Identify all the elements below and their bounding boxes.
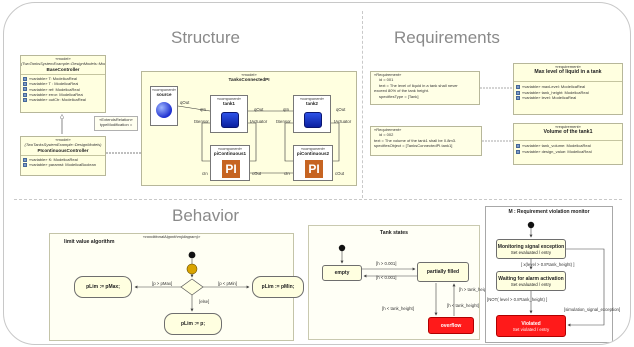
attribute-icon bbox=[23, 81, 27, 86]
attribute-icon bbox=[23, 157, 27, 162]
block-stereotype: «model» bbox=[55, 56, 71, 61]
actuator-line bbox=[248, 122, 257, 162]
guard-label: [p > pMax] bbox=[152, 281, 173, 286]
attribute-icon bbox=[23, 92, 27, 97]
tank-icon bbox=[304, 112, 322, 128]
connector-lines bbox=[4, 87, 605, 327]
attribute-row: «variable» T: ModelicaReal bbox=[21, 76, 105, 81]
port-label: qOut bbox=[254, 107, 264, 112]
transition-label: [NOT( level > 0.8*tank_height) ] bbox=[487, 297, 548, 302]
block-attributes: «variable» T: ModelicaReal «variable» T … bbox=[21, 73, 105, 103]
section-divider-horizontal bbox=[14, 199, 622, 200]
port-label: cIn bbox=[284, 171, 290, 176]
action-pmax[interactable]: pLim := pMax; bbox=[74, 276, 132, 298]
port-label: cOut bbox=[335, 171, 345, 176]
attribute-icon bbox=[516, 90, 520, 95]
port-label: tSensor bbox=[194, 119, 209, 124]
port-label: qIn bbox=[200, 107, 206, 112]
attribute-icon bbox=[23, 76, 27, 81]
part-tank1[interactable]: «component» tank1 bbox=[210, 95, 248, 133]
attribute-row: «variable» outCtr: ModelicaReal bbox=[21, 97, 105, 102]
port-label: qOut bbox=[180, 100, 190, 105]
diagram-frame: Structure Requirements Behavior «model» … bbox=[3, 2, 631, 345]
attribute-row: «variable» design_value: ModelicaReal bbox=[514, 149, 622, 154]
port-label: cIn bbox=[202, 171, 208, 176]
pi-controller-icon: PI bbox=[305, 160, 323, 178]
section-title-structure: Structure bbox=[171, 28, 240, 47]
attribute-icon bbox=[516, 144, 520, 149]
lib-block-base-controller[interactable]: «model» (TwoTanksSystemExample::DesignMo… bbox=[20, 55, 106, 113]
sensor-line bbox=[284, 122, 293, 162]
attribute-icon bbox=[516, 149, 520, 154]
transition-label: [h > 0.001] bbox=[376, 261, 397, 266]
guard-label: [else] bbox=[199, 299, 210, 304]
part-pi-continuous2[interactable]: «component» piContinuous2 PI bbox=[293, 145, 333, 181]
action-pmin[interactable]: pLim := pMin; bbox=[252, 276, 304, 298]
attribute-row: «variable» maxLevel: ModelicaReal bbox=[514, 84, 622, 89]
attribute-icon bbox=[23, 162, 27, 167]
actuator-line bbox=[331, 122, 340, 162]
part-tank2[interactable]: «component» tank2 bbox=[293, 95, 331, 133]
state-monitoring-signal-exception[interactable]: Monitoring signal exception Set evaluate… bbox=[496, 239, 566, 259]
initial-node bbox=[527, 221, 535, 229]
transition-label: [h < tank_height] bbox=[447, 303, 479, 308]
state-overflow[interactable]: overflow bbox=[428, 317, 474, 334]
state-partially-filled[interactable]: partially filled bbox=[417, 262, 469, 282]
attribute-icon bbox=[23, 87, 27, 92]
transition-label: [simulation_signal_exception] bbox=[564, 307, 621, 312]
state-empty[interactable]: empty bbox=[322, 265, 362, 281]
attribute-icon bbox=[23, 98, 27, 103]
source-icon bbox=[156, 102, 172, 118]
port-label: tActuator bbox=[334, 119, 352, 124]
attribute-row: «variable» tank_height: ModelicaReal bbox=[514, 90, 622, 95]
tank-icon bbox=[221, 112, 239, 128]
action-p[interactable]: pLim := p; bbox=[164, 313, 222, 335]
sensor-line bbox=[201, 122, 210, 162]
block-path: (TwoTanksSystemExample::DesignModels::Mo… bbox=[21, 61, 105, 67]
requirement-001[interactable]: «Requirement» id = 001 text = The level … bbox=[370, 71, 480, 105]
extends-relation-note[interactable]: «ExtendsRelation» typeModification = bbox=[94, 116, 138, 131]
attribute-row: «variable» ref: ModelicaReal bbox=[21, 87, 105, 92]
transition-label: [h < tank_height] bbox=[382, 306, 414, 311]
section-title-behavior: Behavior bbox=[172, 206, 240, 225]
requirement-002[interactable]: «Requirement» id = 002 text = The volume… bbox=[370, 126, 482, 156]
transition-label: [ x(level > 0.8*tank_height) ] bbox=[521, 262, 575, 267]
requirement-def-volume-tank1[interactable]: «requirement» Volume of the tank1 «varia… bbox=[513, 123, 623, 165]
block-name: BaseController bbox=[46, 66, 80, 72]
transition-label: [h < 0.001] bbox=[376, 275, 397, 280]
state-violated[interactable]: Violated Set violated / entry bbox=[496, 315, 566, 337]
state-waiting-alarm-activation[interactable]: Waiting for alarm activation Set evaluat… bbox=[496, 271, 566, 291]
port-label: qIn bbox=[283, 107, 289, 112]
attribute-row: «variable» tank_volume: ModelicaReal bbox=[514, 143, 622, 148]
attribute-icon bbox=[516, 85, 520, 90]
merge-node bbox=[186, 263, 198, 275]
attribute-icon bbox=[516, 95, 520, 100]
attribute-row: «variable» K: ModelicaReal bbox=[21, 157, 105, 162]
flow-line bbox=[177, 105, 211, 112]
section-divider-vertical bbox=[362, 11, 363, 198]
part-pi-continuous1[interactable]: «component» piContinuous1 PI bbox=[210, 145, 250, 181]
attribute-row: «variable» paramst: ModelicaBoolean bbox=[21, 162, 105, 167]
attribute-row: «variable» T : ModelicaReal bbox=[21, 81, 105, 86]
section-title-requirements: Requirements bbox=[394, 28, 500, 47]
transition-label: [h > tank_height] bbox=[459, 287, 491, 292]
pi-controller-block[interactable]: «model» (TwoTanksSystemExample::DesignMo… bbox=[20, 136, 106, 176]
port-label: tSensor bbox=[276, 119, 291, 124]
guard-label: [p < pMin] bbox=[218, 281, 237, 286]
initial-node bbox=[188, 251, 196, 259]
pi-controller-icon: PI bbox=[222, 160, 240, 178]
port-label: cOut bbox=[252, 171, 262, 176]
attribute-row: «variable» error: ModelicaReal bbox=[21, 92, 105, 97]
port-label: qOut bbox=[336, 107, 346, 112]
attribute-row: «variable» level: ModelicaReal bbox=[514, 95, 622, 100]
decision-node bbox=[180, 278, 204, 296]
part-source[interactable]: «component» source bbox=[150, 86, 178, 126]
requirement-def-max-level[interactable]: «requirement» Max level of liquid in a t… bbox=[513, 63, 623, 115]
initial-node bbox=[338, 244, 346, 252]
port-label: tActuator bbox=[250, 119, 268, 124]
